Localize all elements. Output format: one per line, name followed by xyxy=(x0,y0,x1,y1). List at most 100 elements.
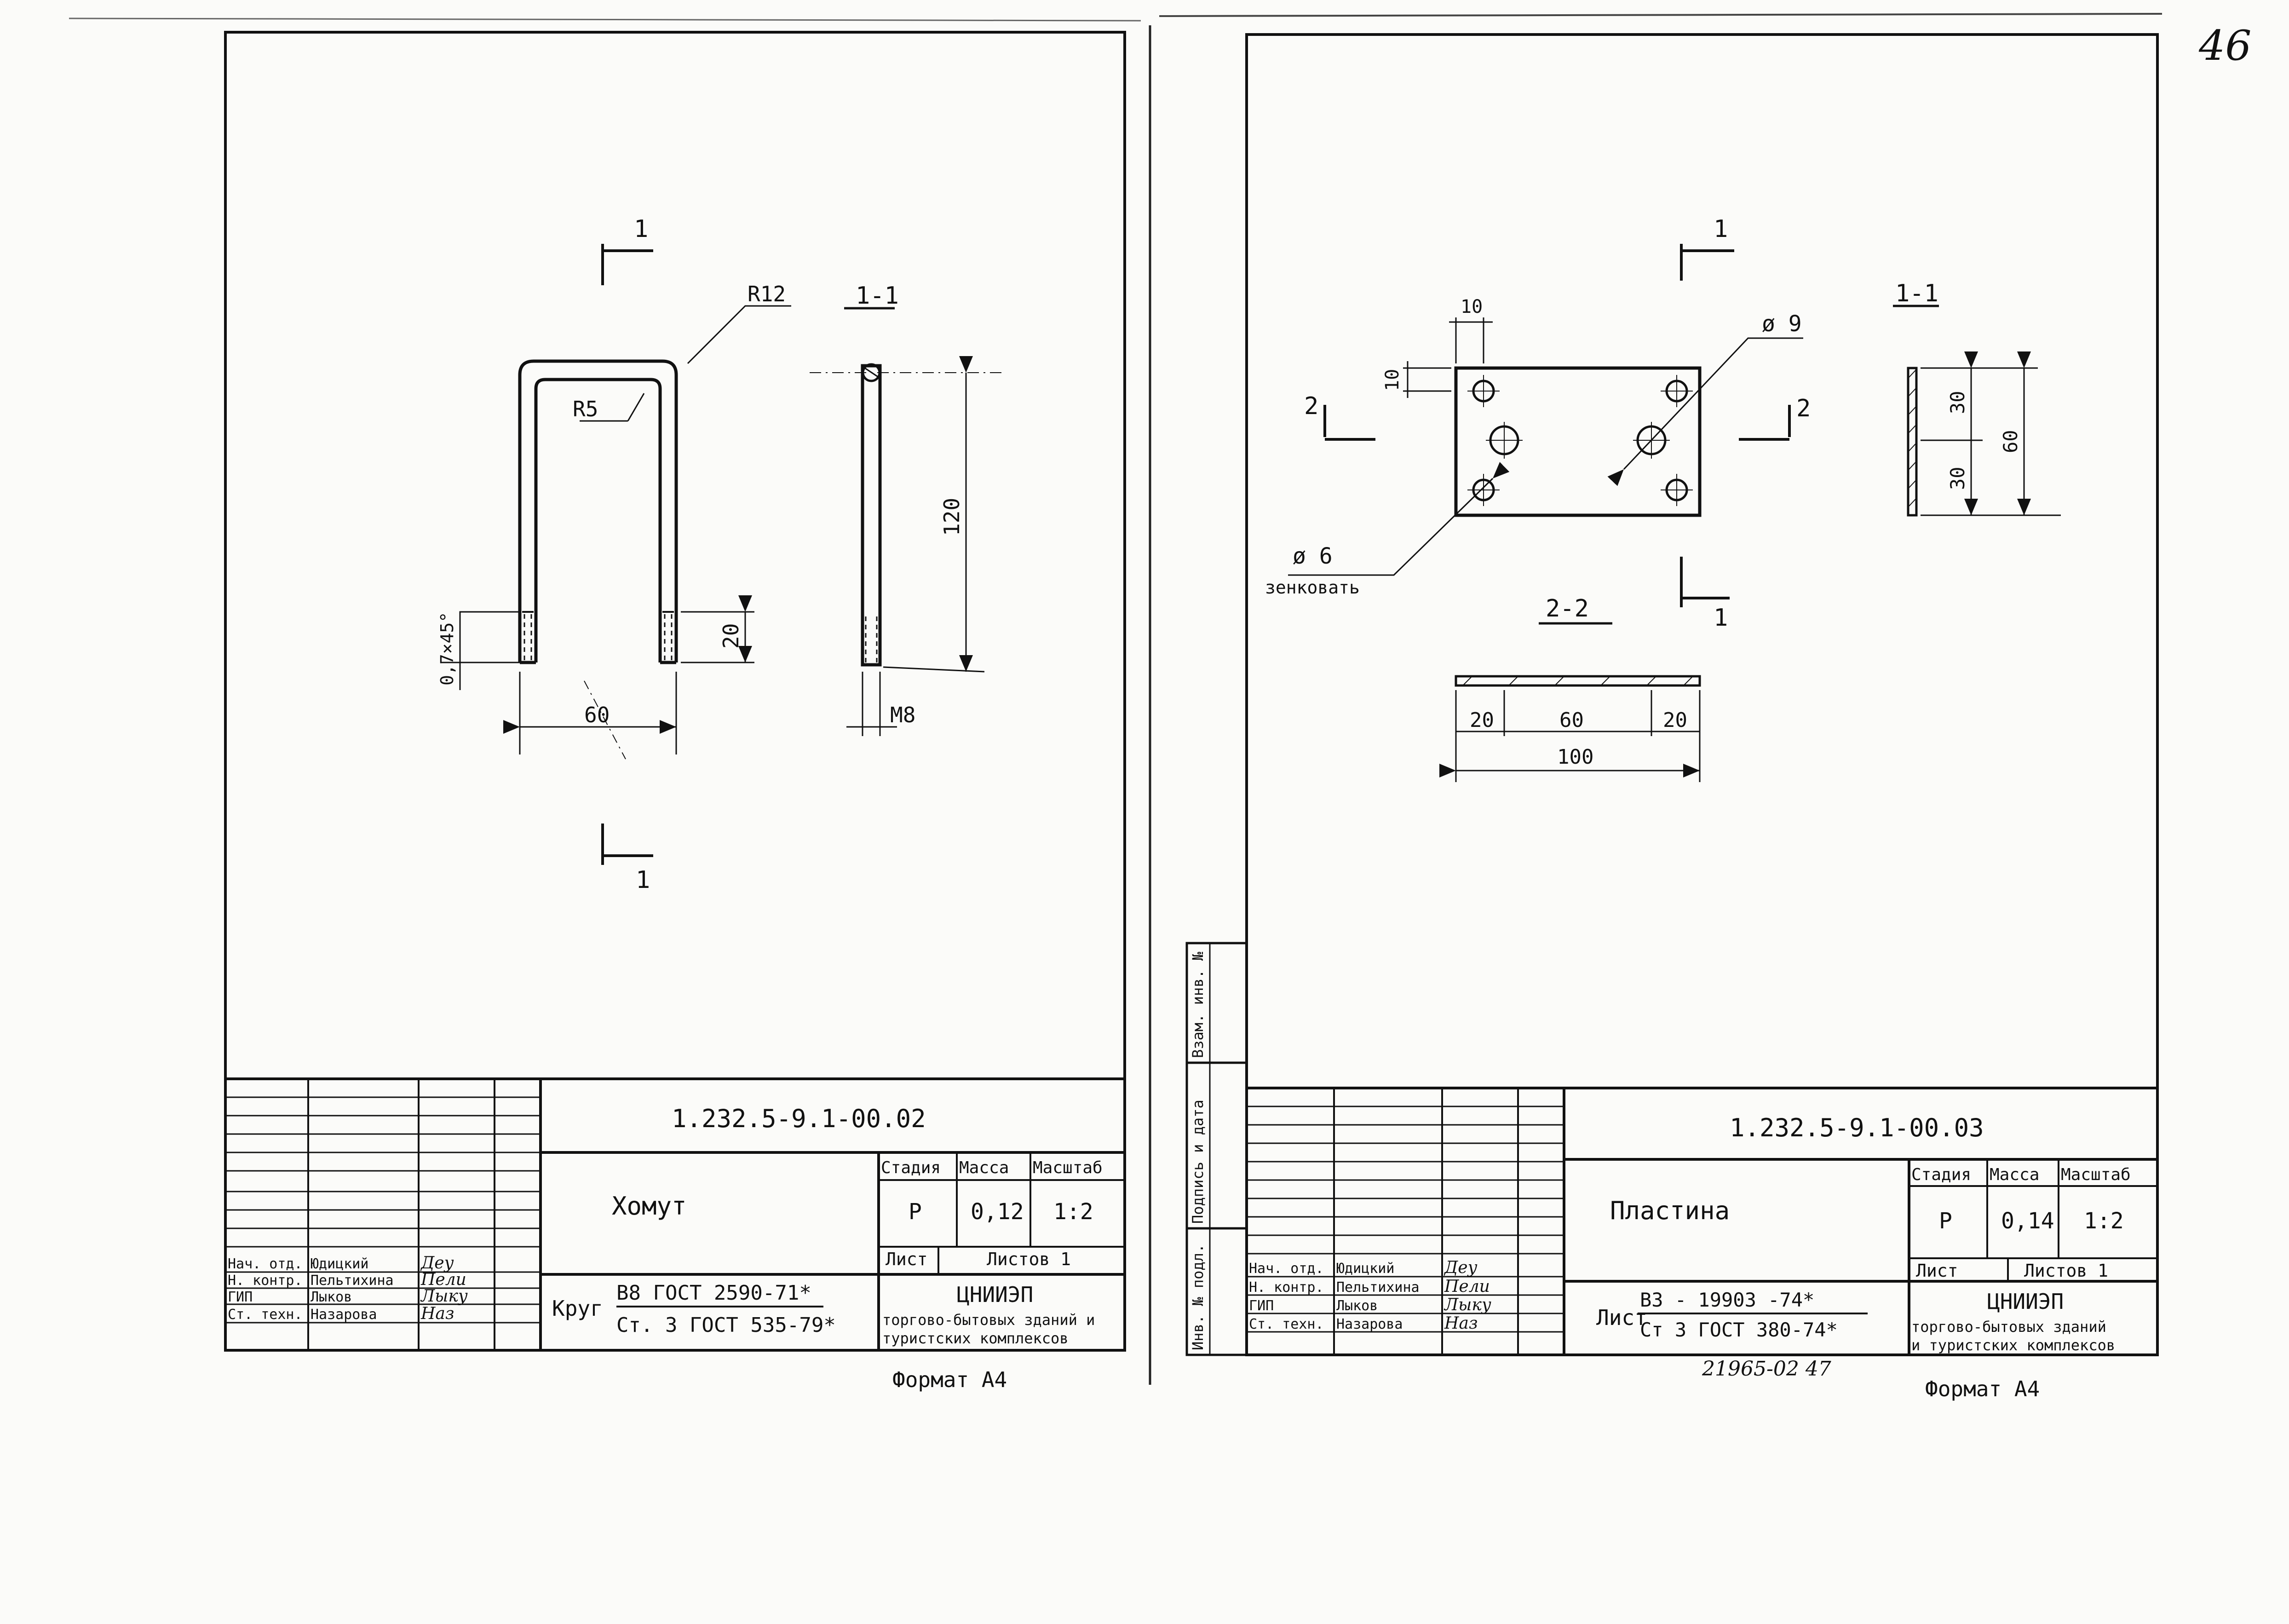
dim-thread: M8 xyxy=(890,703,915,727)
page-number: 46 xyxy=(2198,22,2252,70)
person-1: Пельтихина xyxy=(311,1273,394,1289)
left-labels: 1 1 1-1 R12 R5 60 120 20 0,7×45° M8 xyxy=(437,215,964,894)
material-top: В3 - 19903 -74* xyxy=(1640,1289,1814,1311)
org-name: ЦНИИЭП xyxy=(957,1282,1033,1307)
role-0: Нач. отд. xyxy=(228,1256,303,1272)
dim-width: 60 xyxy=(584,703,610,727)
stamp-replacement: Взам. инв. № xyxy=(1189,951,1207,1058)
part-name: Хомут xyxy=(612,1192,687,1221)
stamp-inventory: Инв. № подл. xyxy=(1189,1244,1207,1350)
sheet-label: Лист xyxy=(886,1249,928,1269)
person-3: Назарова xyxy=(1336,1316,1403,1332)
dim-hole-small: ø 6 xyxy=(1293,543,1333,569)
signature-0: Деу xyxy=(420,1254,454,1273)
right-title-block-text: 1.232.5-9.1-00.03 Пластина Стадия Масса … xyxy=(1249,1113,2131,1401)
role-2: ГИП xyxy=(228,1289,253,1305)
material-bottom: Ст 3 ГОСТ 380-74* xyxy=(1640,1319,1838,1341)
person-0: Юдицкий xyxy=(1336,1261,1394,1277)
signature-0: Деу xyxy=(1444,1258,1478,1277)
signature-3: Наз xyxy=(1444,1314,1478,1333)
format-label: Формат А4 xyxy=(1925,1376,2040,1401)
material-prefix: Лист xyxy=(1596,1305,1647,1330)
sheet-label: Лист xyxy=(1916,1261,1958,1281)
sheets-label: Листов 1 xyxy=(987,1249,1071,1269)
header-scale: Масштаб xyxy=(2061,1165,2131,1184)
stage-value: Р xyxy=(1939,1208,1952,1234)
org-line-1: торгово-бытовых зданий и xyxy=(882,1311,1095,1329)
dim-hole-large: ø 9 xyxy=(1762,311,1802,337)
person-0: Юдицкий xyxy=(311,1256,368,1272)
section-label: 1 xyxy=(1714,215,1728,243)
material-prefix: Круг xyxy=(552,1296,603,1321)
dim-edge-x: 10 xyxy=(1461,296,1483,317)
role-2: ГИП xyxy=(1249,1298,1274,1314)
signature-2: Лыку xyxy=(1444,1296,1491,1314)
plate-front-view xyxy=(1454,366,1702,517)
sheets-label: Листов 1 xyxy=(2024,1261,2108,1281)
stamp-signature-date: Подпись и дата xyxy=(1189,1100,1207,1224)
right-frame xyxy=(1245,33,2159,1356)
role-1: Н. контр. xyxy=(228,1273,303,1289)
dim-outer-radius: R12 xyxy=(748,282,786,306)
section-label-bottom: 1 xyxy=(636,866,650,894)
person-2: Лыков xyxy=(311,1289,352,1305)
section-view-title: 1-1 xyxy=(1895,280,1938,307)
header-scale: Масштаб xyxy=(1033,1158,1103,1177)
org-line-1: торгово-бытовых зданий xyxy=(1911,1318,2106,1336)
section-view-title-2: 2-2 xyxy=(1546,595,1589,622)
designation: 1.232.5-9.1-00.03 xyxy=(1730,1113,1984,1142)
header-stage: Стадия xyxy=(881,1158,941,1177)
part-name: Пластина xyxy=(1610,1196,1730,1225)
left-title-block-text: 1.232.5-9.1-00.02 Хомут Стадия Масса Мас… xyxy=(228,1104,1103,1392)
right-labels: 1 1 2 2 1-1 2-2 10 10 ø 9 ø 6 зенковать … xyxy=(1189,215,2022,1350)
org-line-2: туристских комплексов xyxy=(882,1330,1069,1347)
mass-value: 0,14 xyxy=(2001,1208,2054,1234)
archive-number: 21965-02 47 xyxy=(1702,1357,1831,1381)
plate-section-2-2 xyxy=(1455,675,1701,687)
stage-value: Р xyxy=(909,1199,922,1225)
dim-seg-left: 20 xyxy=(1470,708,1494,732)
role-3: Ст. техн. xyxy=(228,1307,303,1323)
dim-seg-right: 20 xyxy=(1663,708,1687,732)
person-1: Пельтихина xyxy=(1336,1279,1420,1296)
person-2: Лыков xyxy=(1336,1298,1378,1314)
signature-3: Наз xyxy=(420,1304,454,1323)
org-name: ЦНИИЭП xyxy=(1987,1289,2064,1314)
signature-1: Пели xyxy=(420,1270,466,1289)
scale-value: 1:2 xyxy=(1053,1199,1093,1225)
section-label-2-left: 2 xyxy=(1304,392,1318,420)
material-top: В8 ГОСТ 2590-71* xyxy=(616,1281,811,1305)
role-0: Нач. отд. xyxy=(1249,1261,1324,1277)
dim-thread-length: 20 xyxy=(719,623,743,649)
mass-value: 0,12 xyxy=(971,1199,1024,1225)
right-title-block xyxy=(1245,1087,2159,1356)
section-label: 1 xyxy=(634,215,648,243)
scale-value: 1:2 xyxy=(2084,1208,2124,1234)
dim-edge-y: 10 xyxy=(1382,369,1403,391)
dim-inner-radius: R5 xyxy=(573,397,598,421)
designation: 1.232.5-9.1-00.02 xyxy=(672,1104,926,1133)
left-title-block xyxy=(224,1077,1126,1352)
dim-total: 100 xyxy=(1557,745,1593,769)
dim-half-b: 30 xyxy=(1946,466,1969,490)
right-sheet xyxy=(1185,33,2159,1356)
role-1: Н. контр. xyxy=(1249,1279,1324,1296)
section-label-bottom: 1 xyxy=(1714,604,1728,632)
material-bottom: Ст. 3 ГОСТ 535-79* xyxy=(616,1313,836,1337)
dim-half-a: 30 xyxy=(1946,391,1969,414)
person-3: Назарова xyxy=(311,1307,377,1323)
countersink-note: зенковать xyxy=(1265,577,1360,598)
header-stage: Стадия xyxy=(1911,1165,1971,1184)
header-mass: Масса xyxy=(959,1158,1009,1177)
format-label: Формат А4 xyxy=(892,1367,1007,1392)
section-view-title: 1-1 xyxy=(856,282,899,310)
plate-side-view xyxy=(1907,367,1918,517)
signature-1: Пели xyxy=(1444,1277,1490,1296)
rod-side-view xyxy=(861,364,882,667)
header-mass: Масса xyxy=(1990,1165,2039,1184)
role-3: Ст. техн. xyxy=(1249,1316,1324,1332)
dim-height: 60 xyxy=(1999,430,2022,453)
dim-seg-mid: 60 xyxy=(1559,708,1584,732)
dim-height: 120 xyxy=(939,498,964,536)
